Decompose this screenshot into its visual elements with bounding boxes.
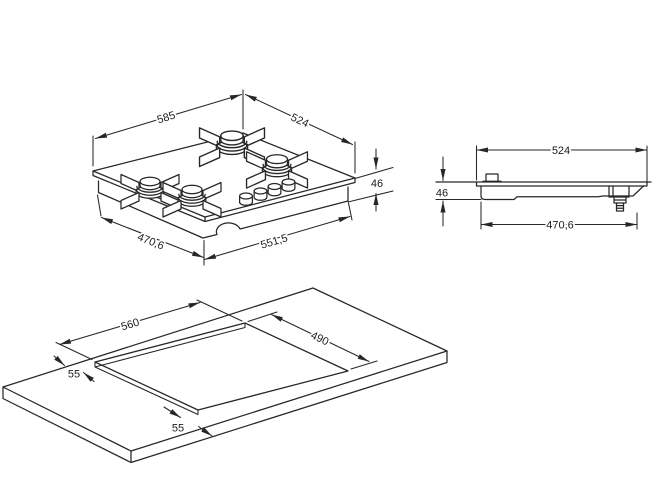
leader-line: [347, 166, 394, 203]
control-knob: [253, 187, 268, 201]
dimension-label-hob-top-width: 585: [156, 110, 177, 127]
dimension-cutout-width: 560: [55, 299, 243, 361]
dimension-line: [94, 93, 243, 140]
knob-top: [281, 178, 296, 186]
dimension-line: [270, 313, 370, 363]
cap-outline: [485, 173, 499, 182]
dimension-side-top-width: 524: [475, 143, 648, 185]
worktop-thickness: [2, 350, 448, 464]
extension-line: [96, 194, 205, 266]
dimension-side-height: 46: [434, 156, 450, 227]
dimension-line: [244, 93, 354, 146]
dimension-line: [203, 215, 351, 261]
burner-unit-right: [245, 151, 309, 189]
dimension-line: [58, 301, 201, 346]
body-profile: [480, 185, 645, 201]
hob-isometric-view: 585 524 46 470,6 551,5: [92, 89, 394, 266]
extension-line: [347, 202, 353, 221]
dimension-label-side-base-width: 470,6: [546, 220, 574, 232]
burner-cap: [139, 176, 161, 187]
dimension-label-clearance-left: 55: [68, 369, 80, 381]
extension-line: [55, 299, 243, 361]
dimension-label-hob-height: 46: [371, 178, 383, 190]
control-knob: [238, 192, 254, 206]
connector-nut: [613, 196, 627, 204]
gas-connector: [608, 185, 630, 212]
extension-line: [92, 89, 244, 167]
burner-cap: [265, 154, 289, 165]
dimension-hob-top-width: 585: [92, 89, 244, 167]
arrow-to-edge: [197, 425, 213, 437]
burner-ribs: [177, 193, 207, 204]
burner-unit-front: [162, 181, 222, 218]
arrow-to-edge: [53, 355, 66, 367]
dimension-hob-height: 46: [347, 148, 394, 212]
dimension-label-hob-base-width: 551,5: [259, 232, 289, 251]
dimension-label-clearance-front: 55: [172, 423, 184, 435]
dimension-line: [100, 216, 205, 259]
arrow-to-cutout: [82, 371, 95, 383]
worktop-cutout-view: 560 490 55 55: [2, 287, 448, 464]
control-knob: [281, 178, 296, 192]
dimension-label-side-height: 46: [436, 188, 448, 200]
dimension-clearance-front: 55: [163, 406, 213, 437]
arrow-to-cutout: [163, 406, 182, 419]
control-knob: [267, 182, 282, 197]
dimension-label-side-top-width: 524: [552, 145, 570, 157]
connector-thread: [615, 202, 625, 212]
pan-support-front-fins: [162, 199, 222, 218]
hob-side-profile-view: 524 46 470,6: [434, 143, 652, 233]
knob-top: [238, 192, 254, 200]
burner-ribs: [261, 163, 293, 175]
burner-cap: [181, 184, 203, 195]
burner-cap-profile: [482, 173, 502, 182]
knob-top: [267, 182, 282, 191]
burner-cap: [220, 130, 244, 142]
extension-line: [247, 311, 378, 370]
cutout-inner-wall: [94, 322, 246, 416]
dimension-side-base-width: 470,6: [480, 201, 638, 233]
dimension-label-hob-base-depth: 470,6: [136, 231, 166, 252]
dimension-clearance-left: 55: [53, 355, 95, 383]
dimension-label-hob-top-depth: 524: [289, 112, 311, 131]
knob-top: [253, 187, 268, 195]
dimension-label-cutout-width: 560: [120, 317, 141, 334]
connector-elbow: [608, 185, 630, 198]
